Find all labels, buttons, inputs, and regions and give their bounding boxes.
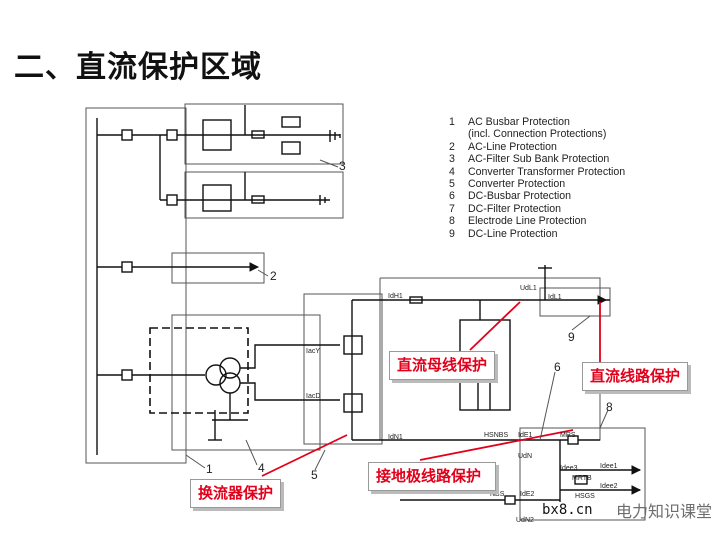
- signal-ide1: IdE1: [518, 432, 533, 439]
- legend-text: Electrode Line Protection: [468, 215, 587, 228]
- zone-3-box-a: [184, 103, 344, 165]
- legend-number: 6: [449, 190, 455, 203]
- signal-iacy: IacY: [306, 348, 320, 355]
- zone-3-box-b: [184, 171, 344, 219]
- legend-row: 7 DC-Filter Protection: [449, 203, 625, 215]
- legend-text: DC-Line Protection: [468, 227, 558, 240]
- legend-row: 1 AC Busbar Protection: [449, 116, 625, 128]
- zone-number-9: 9: [568, 330, 575, 344]
- signal-idee2: Idee2: [600, 483, 618, 490]
- legend-row: 5 Converter Protection: [449, 178, 625, 190]
- legend-row: 3 AC-Filter Sub Bank Protection: [449, 153, 625, 165]
- zone-9-box: [539, 287, 611, 317]
- dc-busbar-protection-callout: 直流母线保护: [389, 351, 496, 380]
- zone-number-2: 2: [270, 269, 277, 283]
- legend-row: 9 DC-Line Protection: [449, 228, 625, 240]
- zone-2-box: [171, 252, 265, 284]
- zone-number-4: 4: [258, 461, 265, 475]
- legend-row: (incl. Connection Protections): [449, 128, 625, 140]
- electrode-leader: [419, 429, 574, 461]
- signal-idee1: Idee1: [600, 463, 618, 470]
- signal-udn: UdN: [518, 453, 532, 460]
- signal-udl1: UdL1: [520, 285, 537, 292]
- signal-idl1: IdL1: [548, 294, 562, 301]
- signal-idee3: Idee3: [560, 465, 578, 472]
- converter-dashed-area: [149, 327, 249, 414]
- legend-number: 3: [449, 153, 455, 166]
- watermark-site: bx8.cn: [540, 502, 595, 518]
- zone-4-box: [171, 314, 321, 451]
- legend-number: 4: [449, 165, 455, 178]
- signal-hsnbs: HSNBS: [484, 432, 508, 439]
- signal-nbs: NBS: [490, 491, 505, 498]
- legend-number: 7: [449, 202, 455, 215]
- protection-legend: 1 AC Busbar Protection(incl. Connection P…: [449, 116, 625, 240]
- legend-text: AC-Line Protection: [468, 140, 557, 153]
- legend-text: AC-Filter Sub Bank Protection: [468, 153, 610, 166]
- legend-text: AC Busbar Protection: [468, 116, 570, 128]
- signal-udn2: UdN2: [516, 517, 534, 524]
- dc-bus-leader: [469, 301, 521, 351]
- legend-text: DC-Busbar Protection: [468, 190, 572, 203]
- watermark: 电力知识课堂: [615, 502, 712, 521]
- signal-mrs: MRS: [560, 432, 576, 439]
- legend-row: 4 Converter Transformer Protection: [449, 166, 625, 178]
- legend-text: Converter Transformer Protection: [468, 165, 626, 178]
- legend-number: 5: [449, 178, 455, 191]
- legend-row: 6 DC-Busbar Protection: [449, 190, 625, 202]
- legend-number: 9: [449, 227, 455, 240]
- signal-mrtb: MRTB: [572, 475, 592, 482]
- page-title: 二、直流保护区域: [14, 50, 262, 85]
- zone-number-5: 5: [311, 468, 318, 482]
- zone-number-6: 6: [554, 360, 561, 374]
- signal-ide2: IdE2: [520, 491, 535, 498]
- legend-row: 2 AC-Line Protection: [449, 141, 625, 153]
- legend-number: 8: [449, 215, 455, 228]
- legend-text: DC-Filter Protection: [468, 202, 562, 215]
- zone-number-8: 8: [606, 400, 613, 414]
- legend-text: (incl. Connection Protections): [468, 128, 607, 141]
- legend-text: Converter Protection: [468, 178, 566, 191]
- signal-idn1: IdN1: [388, 434, 403, 441]
- zone-1-box: [85, 107, 187, 464]
- electrode-line-protection-callout: 接地极线路保护: [368, 462, 496, 491]
- dc-line-protection-callout: 直流线路保护: [582, 362, 689, 391]
- zone-8-box: [519, 427, 646, 521]
- signal-hsgs: HSGS: [575, 493, 595, 500]
- signal-iacd: IacD: [306, 393, 320, 400]
- legend-row: 8 Electrode Line Protection: [449, 215, 625, 227]
- converter-leader: [261, 434, 348, 477]
- signal-idh1: IdH1: [388, 293, 403, 300]
- converter-protection-callout: 换流器保护: [190, 479, 282, 508]
- zone-number-3: 3: [339, 159, 346, 173]
- legend-number: 1: [449, 116, 455, 128]
- zone-number-1: 1: [206, 462, 213, 476]
- legend-number: 2: [449, 140, 455, 153]
- zone-5-box: [303, 293, 383, 445]
